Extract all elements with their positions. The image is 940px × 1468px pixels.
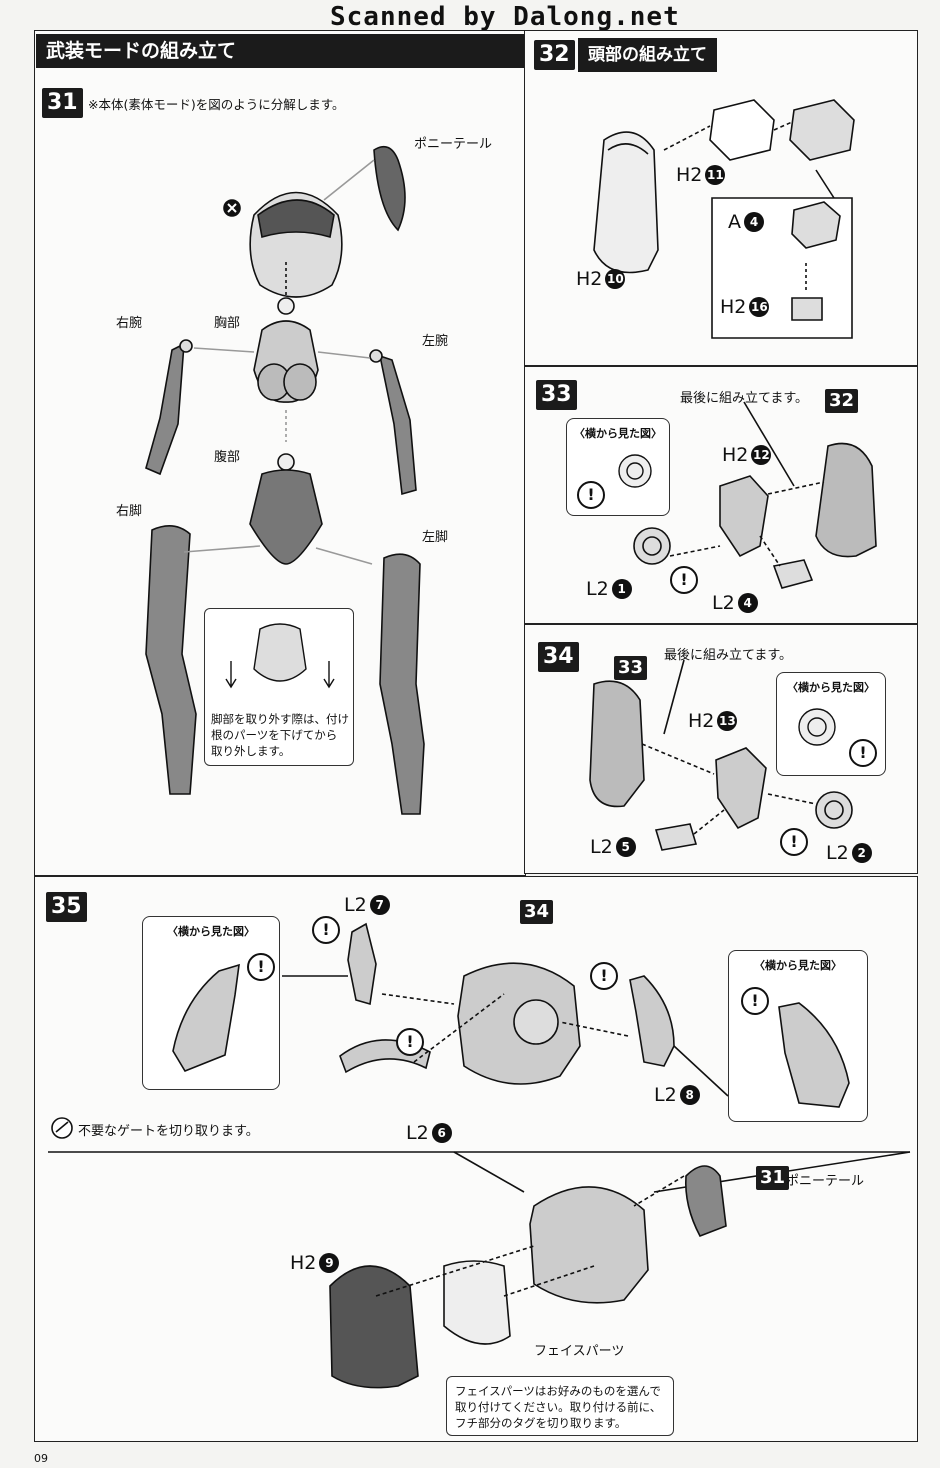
step-34-number: 34 xyxy=(538,642,579,672)
step-31-illustration xyxy=(145,145,425,815)
step-34-side-view: 〈横から見た図〉 ! xyxy=(776,672,886,776)
warning-icon: ! xyxy=(577,481,605,509)
step-35-number: 35 xyxy=(46,892,87,922)
step-32-illustration xyxy=(593,99,855,339)
step-33-illustration xyxy=(633,401,877,589)
watermark: Scanned by Dalong.net xyxy=(330,2,680,32)
step-35-ref-31: 31 xyxy=(756,1166,790,1190)
gate-note: 不要なゲートを切り取ります。 xyxy=(78,1124,259,1139)
step-33-ref-32: 32 xyxy=(825,389,859,413)
step-34-ref-33: 33 xyxy=(614,656,648,680)
step-31-number: 31 xyxy=(42,88,83,118)
warning-icon: ! xyxy=(849,739,877,767)
side-view-title: 〈横から見た図〉 xyxy=(754,959,842,972)
warning-icon: ! xyxy=(670,566,698,594)
face-note-line-1: フェイスパーツはお好みのものを選んで xyxy=(455,1384,661,1398)
step-32-title: 頭部の組み立て xyxy=(578,38,717,72)
label-right-leg: 右脚 xyxy=(116,504,143,519)
side-view-title: 〈横から見た図〉 xyxy=(574,427,662,440)
step-34-illustration xyxy=(589,659,853,851)
label-left-arm: 左腕 xyxy=(422,334,449,349)
face-note-line-2: 取り付けてください。取り付ける前に、 xyxy=(455,1400,662,1414)
warning-icon: ! xyxy=(780,828,808,856)
leg-note-line-2: 根のパーツを下げてから xyxy=(211,728,338,742)
label-ponytail: ポニーテール xyxy=(414,137,493,152)
warning-icon: ! xyxy=(396,1028,424,1056)
label-ponytail-35: ポニーテール xyxy=(786,1174,865,1189)
step-33-number: 33 xyxy=(536,380,577,410)
side-view-title: 〈横から見た図〉 xyxy=(787,681,875,694)
page-number: 09 xyxy=(34,1452,48,1465)
label-abdomen: 腹部 xyxy=(214,450,241,465)
step-33-side-view: 〈横から見た図〉 ! xyxy=(566,418,670,516)
step-31-leg-note: 脚部を取り外す際は、付け 根のパーツを下げてから 取り外します。 xyxy=(204,608,354,766)
step-35-ref-34: 34 xyxy=(520,900,554,924)
face-note-line-3: フチ部分のタグを切り取ります。 xyxy=(455,1416,627,1430)
section-title: 武装モードの組み立て xyxy=(36,34,524,68)
step-32-number: 32 xyxy=(534,40,575,70)
label-chest: 胸部 xyxy=(214,316,241,331)
warning-icon: ! xyxy=(590,962,618,990)
label-left-leg: 左脚 xyxy=(422,530,449,545)
step-31-instruction: ※本体(素体モード)を図のように分解します。 xyxy=(88,97,345,112)
leg-note-line-1: 脚部を取り外す際は、付け xyxy=(211,712,349,726)
warning-icon: ! xyxy=(741,987,769,1015)
warning-icon: ! xyxy=(312,916,340,944)
leg-note-line-3: 取り外します。 xyxy=(211,744,291,758)
side-view-title: 〈横から見た図〉 xyxy=(167,925,255,938)
face-parts-note: フェイスパーツはお好みのものを選んで 取り付けてください。取り付ける前に、 フチ… xyxy=(446,1376,674,1436)
step-33-assemble-last: 最後に組み立てます。 xyxy=(680,391,809,406)
warning-icon: ! xyxy=(247,953,275,981)
step-35-illustration xyxy=(48,922,911,1389)
step-35-side-view-left: 〈横から見た図〉 ! xyxy=(142,916,280,1090)
label-face-parts: フェイスパーツ xyxy=(534,1344,625,1359)
step-35-side-view-right: 〈横から見た図〉 ! xyxy=(728,950,868,1122)
label-right-arm: 右腕 xyxy=(116,316,143,331)
step-34-assemble-last: 最後に組み立てます。 xyxy=(664,648,793,663)
